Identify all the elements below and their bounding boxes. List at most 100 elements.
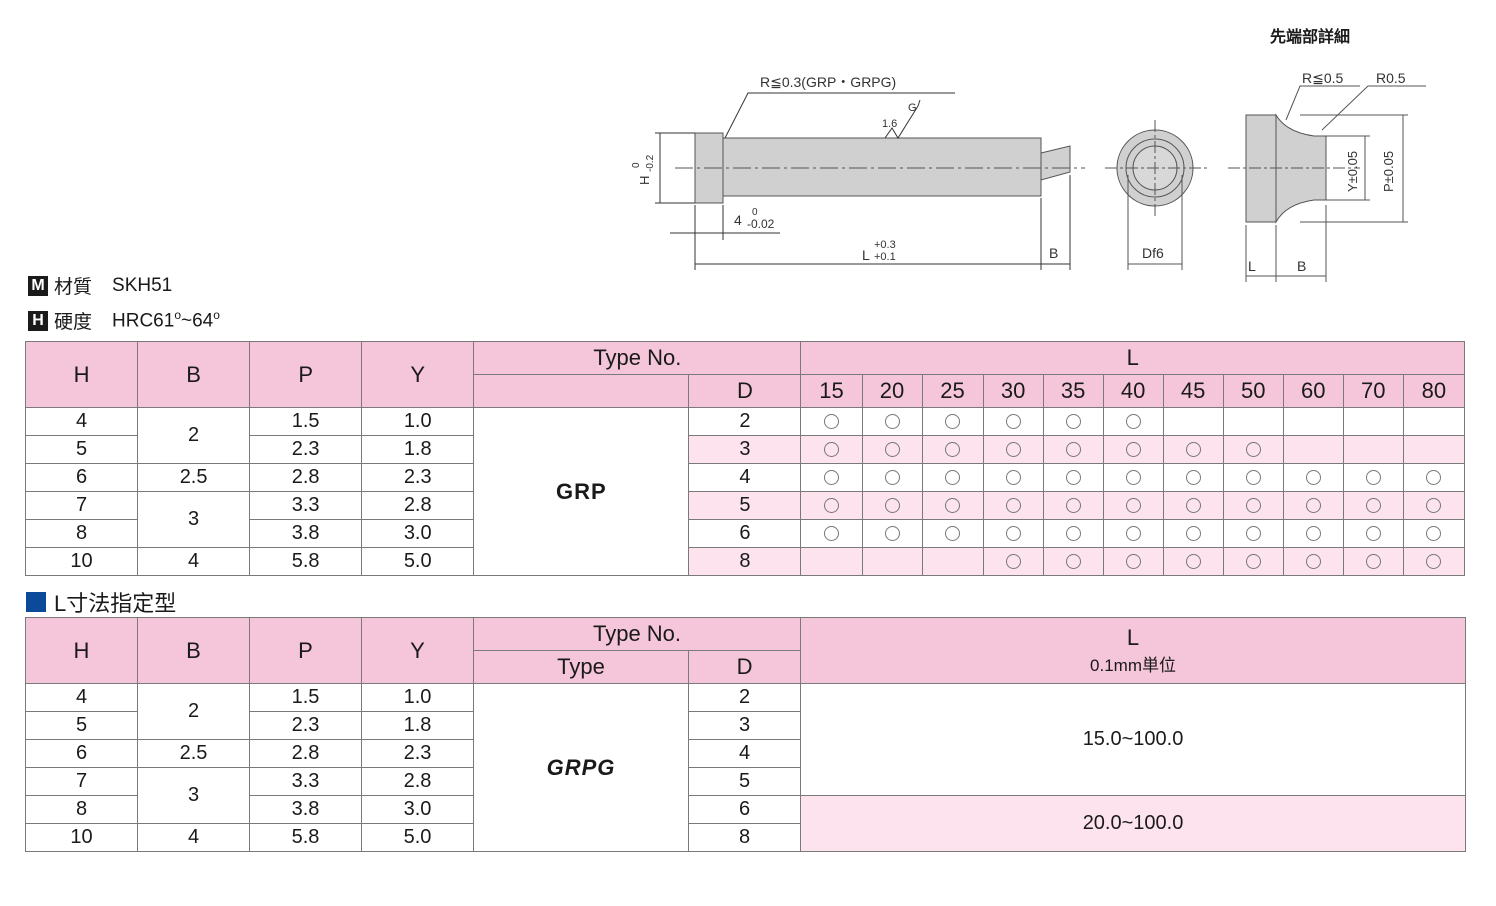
header-l-value: 25	[921, 374, 984, 408]
available-circle-icon	[1005, 414, 1021, 430]
type-name: GRP	[473, 407, 690, 576]
availability-cell	[1042, 407, 1104, 436]
section-title: L寸法指定型	[26, 586, 176, 618]
availability-cell	[921, 407, 984, 436]
b-label: B	[1049, 245, 1058, 261]
available-circle-icon	[1426, 526, 1442, 542]
availability-cell	[982, 519, 1044, 548]
availability-cell	[921, 463, 984, 492]
availability-cell	[861, 519, 923, 548]
availability-cell	[982, 463, 1044, 492]
availability-cell	[1162, 491, 1224, 520]
availability-cell	[1222, 463, 1284, 492]
cell-d: 3	[688, 435, 802, 464]
header-l-value: 80	[1402, 374, 1466, 408]
availability-cell	[1222, 407, 1284, 436]
head-thick-tol-upper: 0	[752, 207, 758, 218]
availability-cell	[1102, 547, 1164, 576]
available-circle-icon	[1065, 470, 1081, 486]
available-circle-icon	[945, 442, 961, 458]
cell-p: 3.8	[249, 519, 363, 548]
cell-y: 1.0	[361, 683, 474, 712]
hardness-badge: H	[28, 310, 48, 331]
availability-cell	[1222, 547, 1284, 576]
head-h-label: H	[637, 176, 652, 185]
surface-value: 1.6	[882, 118, 897, 130]
availability-cell	[1282, 407, 1344, 436]
cell-h: 4	[24, 407, 139, 436]
technical-drawing: 先端部詳細 R≦0.3(GRP・GRPG) G 1.6 H 0 -0.2 4 0…	[631, 27, 1426, 282]
available-circle-icon	[1245, 526, 1261, 542]
header-h: H	[25, 617, 138, 684]
availability-cell	[1162, 435, 1224, 464]
radius-note: R≦0.3(GRP・GRPG)	[760, 74, 896, 90]
availability-cell	[1342, 463, 1404, 492]
cell-y: 2.3	[361, 739, 474, 768]
availability-cell	[982, 407, 1044, 436]
availability-cell	[1222, 491, 1284, 520]
header-y: Y	[361, 617, 474, 684]
available-circle-icon	[1005, 470, 1021, 486]
available-circle-icon	[823, 442, 839, 458]
pin-side-view	[675, 132, 1085, 204]
availability-cell	[1042, 463, 1104, 492]
availability-cell	[800, 519, 863, 548]
availability-cell	[1102, 407, 1164, 436]
availability-cell	[861, 491, 923, 520]
header-l-value: 15	[800, 374, 863, 408]
df6-label: Df6	[1142, 245, 1164, 261]
available-circle-icon	[884, 498, 900, 514]
available-circle-icon	[1305, 470, 1321, 486]
cell-y: 5.0	[361, 547, 475, 576]
available-circle-icon	[945, 470, 961, 486]
available-circle-icon	[884, 470, 900, 486]
available-circle-icon	[823, 470, 839, 486]
cell-d: 8	[688, 547, 802, 576]
section-marker	[26, 592, 46, 612]
availability-cell	[861, 435, 923, 464]
hardness-spec: H 硬度 HRC61o~64o	[28, 307, 220, 334]
header-l-value: 45	[1162, 374, 1224, 408]
header-p: P	[249, 617, 362, 684]
header-b: B	[137, 341, 251, 408]
header-type-blank	[473, 374, 690, 408]
header-l-value: 35	[1042, 374, 1104, 408]
available-circle-icon	[1065, 554, 1081, 570]
header-h: H	[24, 341, 139, 408]
available-circle-icon	[1005, 554, 1021, 570]
cell-d: 5	[687, 767, 802, 796]
available-circle-icon	[1065, 526, 1081, 542]
availability-cell	[1342, 407, 1404, 436]
cell-b: 3	[137, 491, 251, 548]
tip-y-label: Y±0.05	[1345, 151, 1360, 192]
available-circle-icon	[1125, 498, 1141, 514]
availability-cell	[1162, 463, 1224, 492]
availability-cell	[800, 463, 863, 492]
available-circle-icon	[823, 526, 839, 542]
availability-cell	[861, 463, 923, 492]
cell-h: 6	[25, 739, 138, 768]
header-l-text: L	[1126, 625, 1140, 650]
available-circle-icon	[1245, 442, 1261, 458]
available-circle-icon	[884, 442, 900, 458]
cell-p: 2.8	[249, 463, 363, 492]
cell-p: 5.8	[249, 823, 362, 852]
availability-cell	[1102, 491, 1164, 520]
availability-cell	[800, 435, 863, 464]
cell-y: 1.0	[361, 407, 475, 436]
available-circle-icon	[1065, 498, 1081, 514]
cell-b: 2	[137, 407, 251, 464]
available-circle-icon	[1185, 554, 1201, 570]
header-d: D	[688, 374, 802, 408]
cell-y: 3.0	[361, 519, 475, 548]
cell-y: 2.8	[361, 767, 474, 796]
available-circle-icon	[1005, 526, 1021, 542]
header-l-value: 40	[1102, 374, 1164, 408]
cell-h: 4	[25, 683, 138, 712]
tip-detail-view	[1228, 85, 1426, 282]
